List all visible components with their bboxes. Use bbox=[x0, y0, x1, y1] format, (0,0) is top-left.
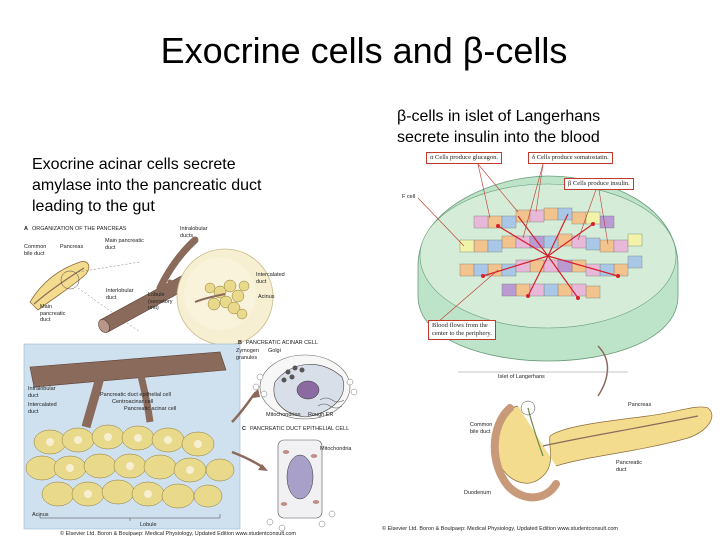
label-acinus-top: Acinus bbox=[258, 294, 275, 300]
label-beta-cells: β Cells produce insulin. bbox=[564, 178, 634, 190]
islet-cell-mosaic bbox=[459, 207, 643, 299]
pancreas-organization-drawing bbox=[23, 236, 358, 532]
panel-b-letter: B bbox=[238, 340, 242, 346]
duct-epithelial-cell-drawing bbox=[266, 439, 336, 532]
slide-title: Exocrine cells and β-cells bbox=[160, 30, 568, 71]
panel-c-title: PANCREATIC DUCT EPITHELIAL CELL bbox=[250, 426, 350, 432]
caption-right-line: β-cells in islet of Langerhans bbox=[397, 108, 601, 125]
pancreas-with-duodenum bbox=[490, 400, 713, 502]
label-centroacinar-cell: Centroacinar cell bbox=[112, 399, 154, 405]
label-mitochondria: Mitochondria bbox=[320, 446, 352, 452]
label-pancreatic-acinar-cell: Pancreatic acinar cell bbox=[124, 406, 177, 412]
label-acinus-bottom: Acinus bbox=[32, 512, 49, 518]
right-figure-copyright: © Elsevier Ltd. Boron & Boulpaep: Medica… bbox=[382, 526, 618, 532]
panel-a-letter: A bbox=[24, 226, 28, 232]
label-pancreatic-duct-epithelial-cell: Pancreatic duct epithelial cell bbox=[100, 392, 171, 398]
label-delta-cells: δ Cells produce somatostatin. bbox=[528, 152, 613, 164]
label-lobule-bottom: Lobule bbox=[140, 522, 157, 528]
label-alpha-cells: α Cells produce glucagon. bbox=[426, 152, 503, 164]
lobule-cross-section-panel bbox=[23, 343, 241, 530]
caption-left-line: leading to the gut bbox=[32, 198, 155, 215]
caption-right-line: secrete insulin into the blood bbox=[397, 129, 600, 146]
label-duodenum: Duodenum bbox=[464, 490, 491, 496]
small-pancreas-sketch bbox=[29, 261, 90, 311]
label-golgi: Golgi bbox=[268, 348, 281, 354]
caption-left-line: amylase into the pancreatic duct bbox=[32, 177, 262, 194]
left-figure-copyright: © Elsevier Ltd. Boron & Boulpaep: Medica… bbox=[60, 531, 296, 537]
label-islet-of-langerhans: Islet of Langerhans bbox=[498, 374, 545, 380]
acinar-cell-drawing bbox=[252, 354, 358, 420]
blood-flow-arrows bbox=[482, 213, 619, 299]
panel-c-letter: C bbox=[242, 426, 246, 432]
panel-b-title: PANCREATIC ACINAR CELL bbox=[246, 340, 318, 346]
islet-of-langerhans-figure: α Cells produce glucagon. δ Cells produc… bbox=[378, 146, 724, 540]
acinar-cluster bbox=[204, 279, 250, 320]
panel-a-title: ORGANIZATION OF THE PANCREAS bbox=[32, 226, 127, 232]
label-mitochondrion: Mitochondrion bbox=[266, 412, 301, 418]
label-rough-er: Rough ER bbox=[308, 412, 334, 418]
caption-left: Exocrine acinar cells secrete amylase in… bbox=[32, 154, 332, 217]
label-pancreas-right: Pancreas bbox=[628, 402, 652, 408]
caption-left-line: Exocrine acinar cells secrete bbox=[32, 156, 236, 173]
islet-drawing bbox=[417, 163, 713, 502]
caption-right: β-cells in islet of Langerhans secrete i… bbox=[397, 106, 717, 148]
label-pancreas: Pancreas bbox=[60, 244, 84, 250]
label-f-cell: F cell bbox=[402, 194, 416, 200]
